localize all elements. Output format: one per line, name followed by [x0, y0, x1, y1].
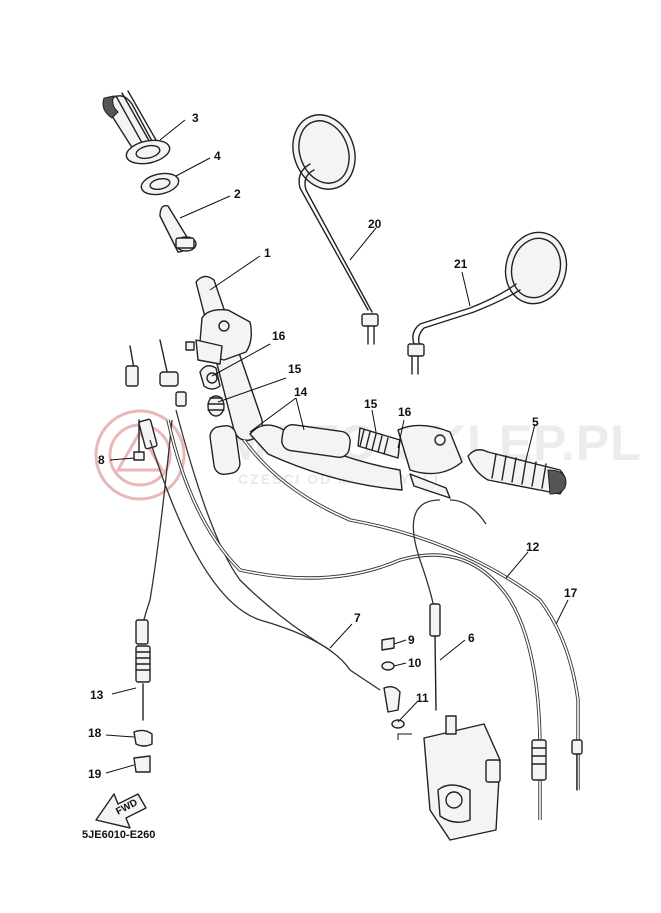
callout-16-left: 16	[272, 329, 286, 343]
callout-20: 20	[368, 217, 382, 231]
callout-14: 14	[294, 385, 308, 399]
callout-1: 1	[264, 246, 271, 260]
callout-15-right: 15	[364, 397, 378, 411]
callout-7: 7	[354, 611, 361, 625]
left-switch-housing	[185, 308, 253, 365]
left-cable-ends	[125, 339, 187, 450]
watermark-logo-icon	[94, 409, 186, 501]
diagram-code: 5JE6010-E260	[82, 829, 155, 841]
callout-19: 19	[88, 767, 102, 781]
callout-15-left: 15	[288, 362, 302, 376]
callout-17: 17	[564, 586, 578, 600]
throttle-sleeve	[159, 205, 197, 253]
bolt	[133, 419, 145, 461]
lower-cable-ends	[531, 739, 583, 791]
callout-leaders	[105, 119, 569, 774]
cables	[139, 409, 580, 820]
callout-10: 10	[408, 656, 422, 670]
callout-8: 8	[98, 453, 105, 467]
left-grip	[102, 90, 171, 165]
callout-21: 21	[454, 257, 468, 271]
callout-2: 2	[234, 187, 241, 201]
callout-9: 9	[408, 633, 415, 647]
callout-18: 18	[88, 726, 102, 740]
callout-6: 6	[468, 631, 475, 645]
cable-clips	[209, 423, 351, 475]
carburetor	[423, 603, 501, 841]
grip-washer	[140, 172, 180, 196]
right-mirror	[407, 231, 568, 375]
right-grip-assembly	[357, 424, 567, 499]
callout-11: 11	[416, 691, 429, 705]
small-fasteners	[381, 637, 405, 729]
callout-16-right: 16	[398, 405, 412, 419]
clutch-cable-end	[133, 619, 153, 773]
left-mirror	[292, 114, 379, 345]
callout-13: 13	[90, 688, 104, 702]
callout-5: 5	[532, 415, 539, 429]
callout-labels: 1 2 3 4 5 6 7 8 9 10 11 12 13 14 15 15 1…	[88, 111, 578, 781]
callout-4: 4	[214, 149, 221, 163]
callout-3: 3	[192, 111, 199, 125]
callout-12: 12	[526, 540, 540, 554]
fwd-arrow: FWD	[95, 793, 147, 829]
